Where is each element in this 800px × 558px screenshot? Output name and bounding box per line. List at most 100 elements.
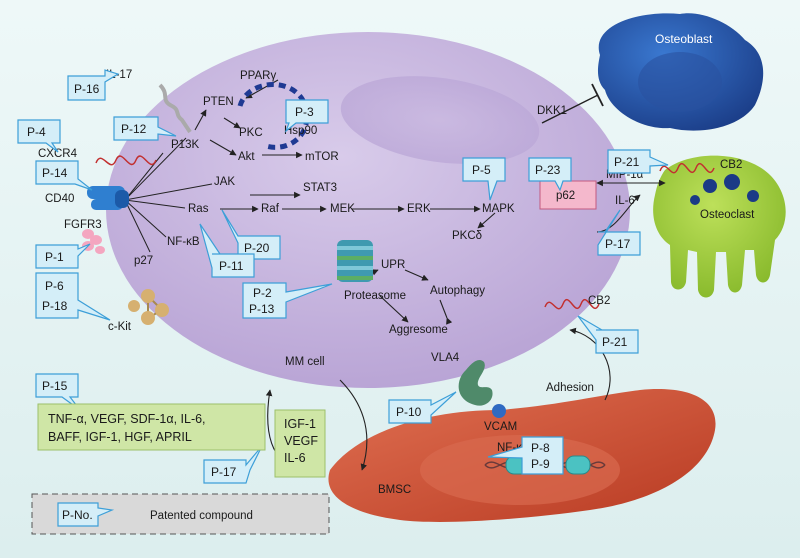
arrow-p13k-akt	[209, 139, 237, 156]
legend-callout	[57, 502, 115, 527]
il6-right-label: IL-6	[615, 195, 635, 207]
cb2-mid-label: CB2	[588, 295, 610, 307]
receptor-fan	[124, 137, 213, 253]
fan-nfkb	[124, 199, 167, 238]
callout-p5	[462, 157, 506, 201]
callout-p4	[17, 119, 61, 153]
pkcdelta-label: PKCδ	[452, 230, 482, 242]
cb2-top-receptor	[659, 163, 715, 174]
proteasome-icon	[337, 240, 373, 282]
cb2-mid-receptor	[544, 299, 600, 310]
mm-cell-label: MM cell	[285, 356, 325, 368]
p13k-label: P13K	[171, 139, 199, 151]
cd40-label: CD40	[45, 193, 74, 205]
upr-label: UPR	[381, 259, 405, 271]
callout-p16-label: P-16	[74, 82, 100, 96]
p62-label: p62	[556, 190, 575, 202]
callout-p8-label: P-8	[531, 441, 550, 455]
vegf-label: VEGF	[284, 434, 318, 448]
cytokine-line2: BAFF, IGF-1, HGF, APRIL	[48, 430, 192, 444]
mm-nucleus	[340, 76, 540, 164]
dkk1-bar	[591, 83, 604, 107]
callout-p21-top	[607, 149, 669, 174]
fgfr3-label: FGFR3	[64, 219, 102, 231]
bmsc-label: BMSC	[378, 484, 411, 496]
bmsc-gene-2	[565, 455, 591, 475]
proteasome-label: Proteasome	[344, 290, 406, 302]
callout-p2-label: P-2	[253, 286, 272, 300]
osteoclast-nucleus-1	[703, 179, 717, 193]
callout-p14	[35, 160, 93, 191]
callout-p9-label: P-9	[531, 457, 550, 471]
fan-p27	[124, 199, 151, 253]
callout-p10	[388, 391, 457, 424]
adhesion-label: Adhesion	[546, 382, 594, 394]
fan-jak	[124, 183, 213, 201]
arrow-upr-autophagy	[404, 269, 429, 281]
callout-p17-right	[597, 209, 641, 256]
arrow-mapk-pkcd	[477, 212, 496, 229]
callout-p23	[528, 157, 572, 192]
arrow-p13k-pten	[194, 109, 207, 131]
igf-box	[274, 409, 326, 478]
osteoclast-nucleus-2	[724, 174, 740, 190]
cb2-top-label: CB2	[720, 159, 742, 171]
mtor-label: mTOR	[305, 151, 339, 163]
callout-p14-label: P-14	[42, 166, 68, 180]
callout-p11	[199, 223, 255, 278]
arrow-mm-bmsc	[339, 379, 368, 471]
arrow-pten-pkc	[223, 117, 241, 129]
callout-p6-p18	[35, 272, 111, 321]
callout-p3	[284, 99, 329, 133]
vla4-molecule	[458, 360, 493, 406]
vcam-label: VCAM	[484, 421, 517, 433]
jak-label: JAK	[214, 176, 235, 188]
callout-p1	[35, 243, 91, 269]
callout-p15-label: P-15	[42, 379, 68, 393]
callout-p10-label: P-10	[396, 405, 422, 419]
callout-p17-bottom-label: P-17	[211, 465, 237, 479]
cytokine-line1: TNF-α, VEGF, SDF-1α, IL-6,	[48, 412, 206, 426]
callout-p23-label: P-23	[535, 163, 561, 177]
vla4-label: VLA4	[431, 352, 460, 364]
callout-p12	[113, 116, 177, 141]
pten-label: PTEN	[203, 96, 234, 108]
akt-label: Akt	[238, 151, 255, 163]
stat3-label: STAT3	[303, 182, 337, 194]
raf-label: Raf	[261, 203, 280, 215]
dkk1-label: DKK1	[537, 105, 567, 117]
legend-text: Patented compound	[150, 510, 253, 522]
mek-label: MEK	[330, 203, 355, 215]
callout-p12-label: P-12	[121, 122, 147, 136]
fan-p13k	[124, 137, 187, 201]
callout-p17-bottom	[203, 445, 263, 484]
mapk-label: MAPK	[482, 203, 515, 215]
erk-label: ERK	[407, 203, 431, 215]
p62-box	[539, 180, 597, 210]
il6-box-label: IL-6	[284, 451, 306, 465]
ppar-label: PPARγ	[240, 70, 276, 82]
callout-p3-label: P-3	[295, 105, 314, 119]
callout-p18-label: P-18	[42, 299, 68, 313]
callout-p6-label: P-6	[45, 279, 64, 293]
arrow-adhesion	[569, 327, 611, 401]
vcam-molecule	[492, 404, 506, 418]
ras-label: Ras	[188, 203, 209, 215]
arrow-il6-p62	[596, 194, 641, 233]
arrow-proteasome-aggresome	[379, 295, 409, 323]
dkk1-line	[541, 94, 599, 124]
callouts	[17, 69, 669, 484]
cxcr4-label: CXCR4	[38, 148, 78, 160]
osteoclast-label: Osteoclast	[700, 209, 755, 221]
callout-p8-p9	[487, 436, 564, 475]
callout-p17-right-label: P-17	[605, 237, 631, 251]
igf1-label: IGF-1	[284, 417, 316, 431]
callout-p4-label: P-4	[27, 125, 46, 139]
callout-p21-top-label: P-21	[614, 155, 640, 169]
osteoblast-label: Osteoblast	[655, 32, 713, 46]
autophagy-label: Autophagy	[430, 285, 485, 297]
callout-p2-p13	[242, 282, 333, 319]
hsp90-label: Hsp90	[284, 125, 317, 137]
